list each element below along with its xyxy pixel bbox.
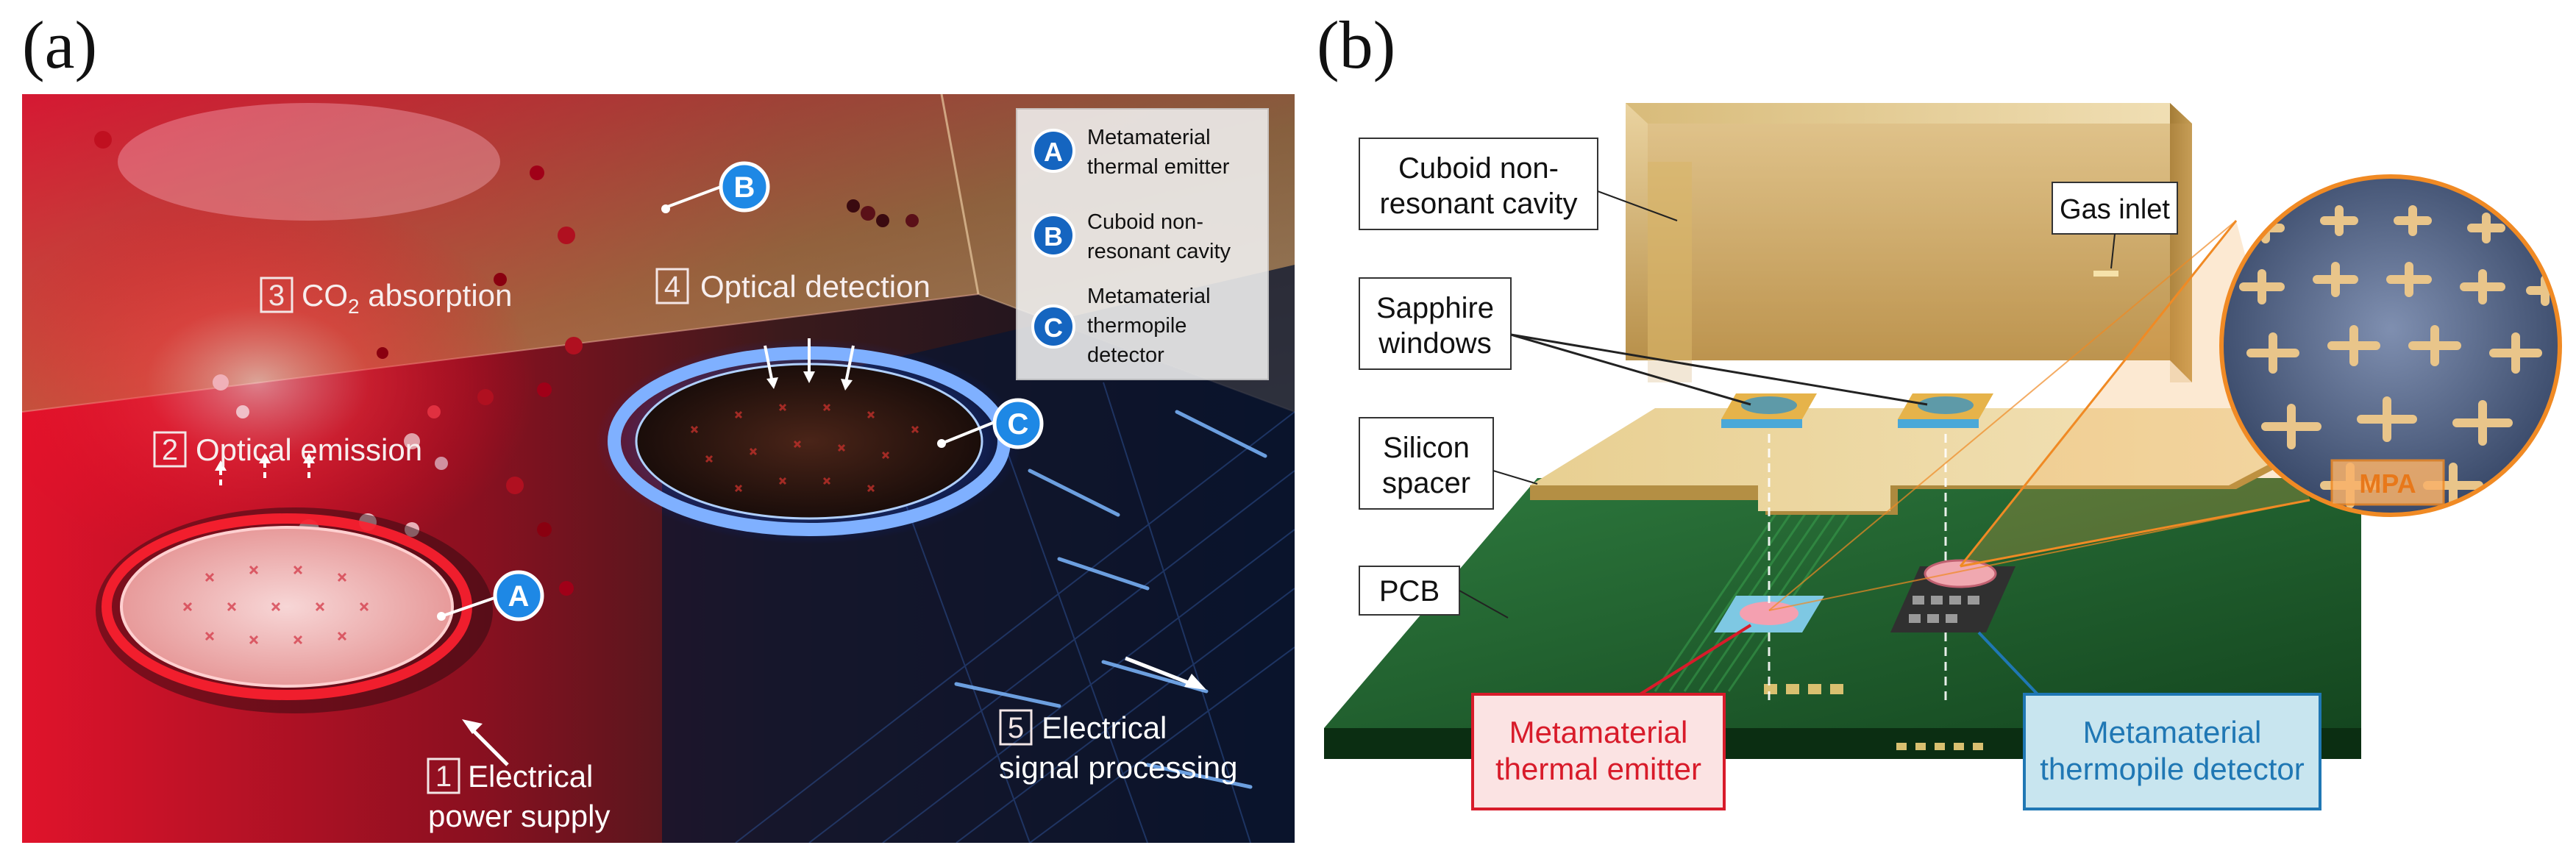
step-1-label: 1 Electrical power supply (427, 758, 610, 833)
callout-sapphire-line1: Sapphire (1376, 292, 1494, 324)
callout-detector-line1: Metamaterial (2083, 715, 2262, 749)
step-5-num: 5 (1008, 712, 1024, 744)
legend-a-line2: thermal emitter (1087, 155, 1230, 179)
marker-b-letter: B (734, 171, 755, 204)
legend-box: A Metamaterial thermal emitter B Cuboid … (1016, 108, 1269, 380)
step-2-text: Optical emission (196, 432, 422, 467)
cuboid-cavity (1626, 103, 2192, 382)
legend-b-badge: B (1044, 221, 1063, 252)
callout-emitter-line1: Metamaterial (1509, 715, 1688, 749)
legend-item-c: C Metamaterial thermopile detector (1031, 285, 1211, 367)
svg-text:CO2 absorption: CO2 absorption (302, 278, 512, 318)
marker-c-badge: C (992, 398, 1044, 449)
callout-sapphire-line2: windows (1378, 327, 1491, 360)
callout-sapphire: Sapphire windows (1359, 277, 1928, 406)
marker-a-badge: A (493, 570, 544, 621)
step-3-num: 3 (268, 279, 285, 312)
legend-a-badge: A (1044, 137, 1063, 167)
legend-c-badge: C (1044, 313, 1063, 343)
callout-detector-line2: thermopile detector (2040, 752, 2305, 786)
callout-spacer: Silicon spacer (1359, 417, 1538, 510)
callout-spacer-line1: Silicon (1383, 432, 1470, 464)
panel-b-label: (b) (1317, 7, 1396, 82)
marker-b-badge: B (719, 161, 770, 213)
sapphire-window-left (1721, 393, 1817, 428)
step-1-num: 1 (435, 760, 452, 793)
callout-emitter: Metamaterial thermal emitter (1471, 624, 1752, 810)
sapphire-window-right (1898, 393, 1993, 428)
callout-pcb-text: PCB (1379, 575, 1440, 607)
step-1-text-line2: power supply (428, 799, 610, 833)
silicon-spacer (1530, 408, 2383, 515)
step-5-text-line2: signal processing (999, 750, 1238, 785)
legend-b-line2: resonant cavity (1087, 240, 1231, 263)
step-2-label: 2 Optical emission (153, 431, 422, 468)
step-3-text-post: absorption (360, 278, 513, 313)
step-2-num: 2 (162, 434, 178, 466)
step-4-label: 4 Optical detection (655, 268, 931, 304)
mpa-inset: MPA (2219, 174, 2562, 517)
panel-a-scene (22, 94, 1295, 843)
step-1-text-line1: Electrical (468, 759, 593, 794)
callout-emitter-line2: thermal emitter (1495, 752, 1701, 786)
step-3-label: 3 CO2 absorption (260, 277, 512, 318)
callout-gas-inlet: Gas inlet (2052, 182, 2178, 269)
callout-cavity-line2: resonant cavity (1379, 188, 1577, 220)
step-3-text-sub: 2 (348, 295, 360, 318)
thermopile-detector-disc (596, 338, 1022, 544)
legend-c-line2: thermopile (1087, 314, 1186, 338)
marker-c-letter: C (1008, 408, 1029, 441)
step-5-label: 5 Electrical signal processing (999, 709, 1238, 785)
step-4-text: Optical detection (700, 269, 931, 304)
legend-a-line1: Metamaterial (1087, 126, 1211, 149)
legend-b-line1: Cuboid non- (1087, 210, 1203, 234)
callout-cavity-line1: Cuboid non- (1398, 152, 1559, 185)
callout-pcb: PCB (1359, 566, 1509, 619)
callout-spacer-line2: spacer (1382, 467, 1470, 499)
step-3-text-pre: CO (302, 278, 348, 313)
legend-item-a: A Metamaterial thermal emitter (1031, 126, 1230, 179)
marker-a-letter: A (508, 580, 530, 613)
step-4-num: 4 (664, 271, 680, 303)
callout-cavity: Cuboid non- resonant cavity (1359, 138, 1678, 230)
mpa-label: MPA (2359, 468, 2416, 499)
callout-detector: Metamaterial thermopile detector (1977, 631, 2321, 810)
step-5-text-line1: Electrical (1042, 710, 1167, 745)
callout-gas-inlet-text: Gas inlet (2060, 194, 2170, 225)
legend-item-b: B Cuboid non- resonant cavity (1031, 210, 1231, 263)
panel-a-label: (a) (22, 7, 98, 82)
thermal-emitter-disc (96, 453, 493, 713)
legend-c-line1: Metamaterial (1087, 285, 1211, 308)
legend-c-line3: detector (1087, 343, 1164, 367)
